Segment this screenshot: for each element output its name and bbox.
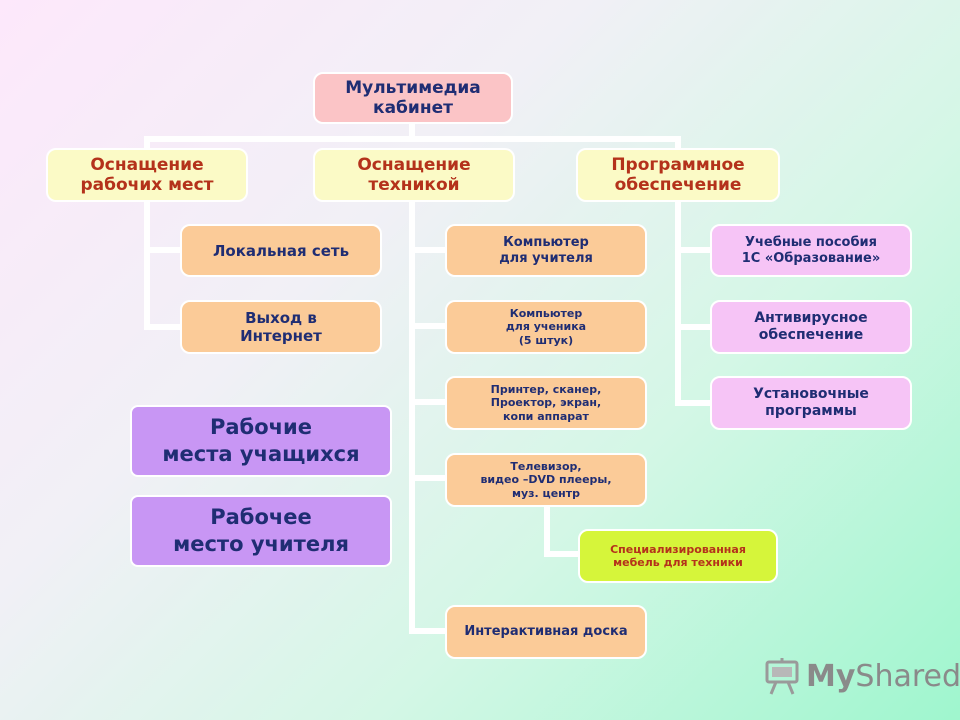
node-tv-video: Телевизор, видео –DVD плееры, муз. центр (445, 453, 647, 507)
node-label: Компьютер для ученика (5 штук) (505, 307, 587, 347)
teacher-workplace-box: Рабочее место учителя (130, 495, 392, 567)
branch-node-equipment: Оснащение техникой (313, 148, 515, 202)
workplace-label: Рабочие места учащихся (162, 414, 360, 466)
branch-node-label: Программное обеспечение (611, 154, 745, 195)
node-educational-aids: Учебные пособия 1С «Образование» (710, 224, 912, 277)
node-label: Локальная сеть (212, 241, 350, 260)
node-label: Телевизор, видео –DVD плееры, муз. центр (480, 460, 612, 500)
logo-text-my: MyShared (806, 658, 960, 694)
node-label: Установочные программы (753, 386, 869, 419)
node-special-furniture: Специализированная мебель для техники (578, 529, 778, 583)
node-interactive-board: Интерактивная доска (445, 605, 647, 659)
myshared-logo: MyShared (764, 654, 960, 698)
node-installers: Установочные программы (710, 376, 912, 430)
workplace-label: Рабочее место учителя (173, 504, 349, 556)
presentation-board-icon (765, 658, 799, 695)
branch-node-label: Оснащение техникой (357, 154, 471, 195)
node-teacher-computer: Компьютер для учителя (445, 224, 647, 277)
node-antivirus: Антивирусное обеспечение (710, 300, 912, 354)
node-label: Антивирусное обеспечение (754, 310, 868, 343)
node-label: Принтер, сканер, Проектор, экран, копи а… (490, 383, 602, 423)
node-label: Выход в Интернет (240, 309, 322, 345)
branch-node-label: Оснащение рабочих мест (80, 154, 214, 195)
node-label: Компьютер для учителя (499, 234, 593, 266)
node-label: Специализированная мебель для техники (610, 542, 746, 569)
root-node: Мультимедиа кабинет (313, 72, 513, 124)
node-local-network: Локальная сеть (180, 224, 382, 277)
node-internet-access: Выход в Интернет (180, 300, 382, 354)
student-workplaces-box: Рабочие места учащихся (130, 405, 392, 477)
logo-text-shared: Shared (855, 658, 960, 694)
branch-node-software: Программное обеспечение (576, 148, 780, 202)
node-label: Интерактивная доска (464, 624, 628, 640)
root-node-label: Мультимедиа кабинет (345, 77, 481, 118)
node-printer-scanner: Принтер, сканер, Проектор, экран, копи а… (445, 376, 647, 430)
node-student-computer: Компьютер для ученика (5 штук) (445, 300, 647, 354)
branch-node-workplaces: Оснащение рабочих мест (46, 148, 248, 202)
node-label: Учебные пособия 1С «Образование» (741, 234, 881, 266)
